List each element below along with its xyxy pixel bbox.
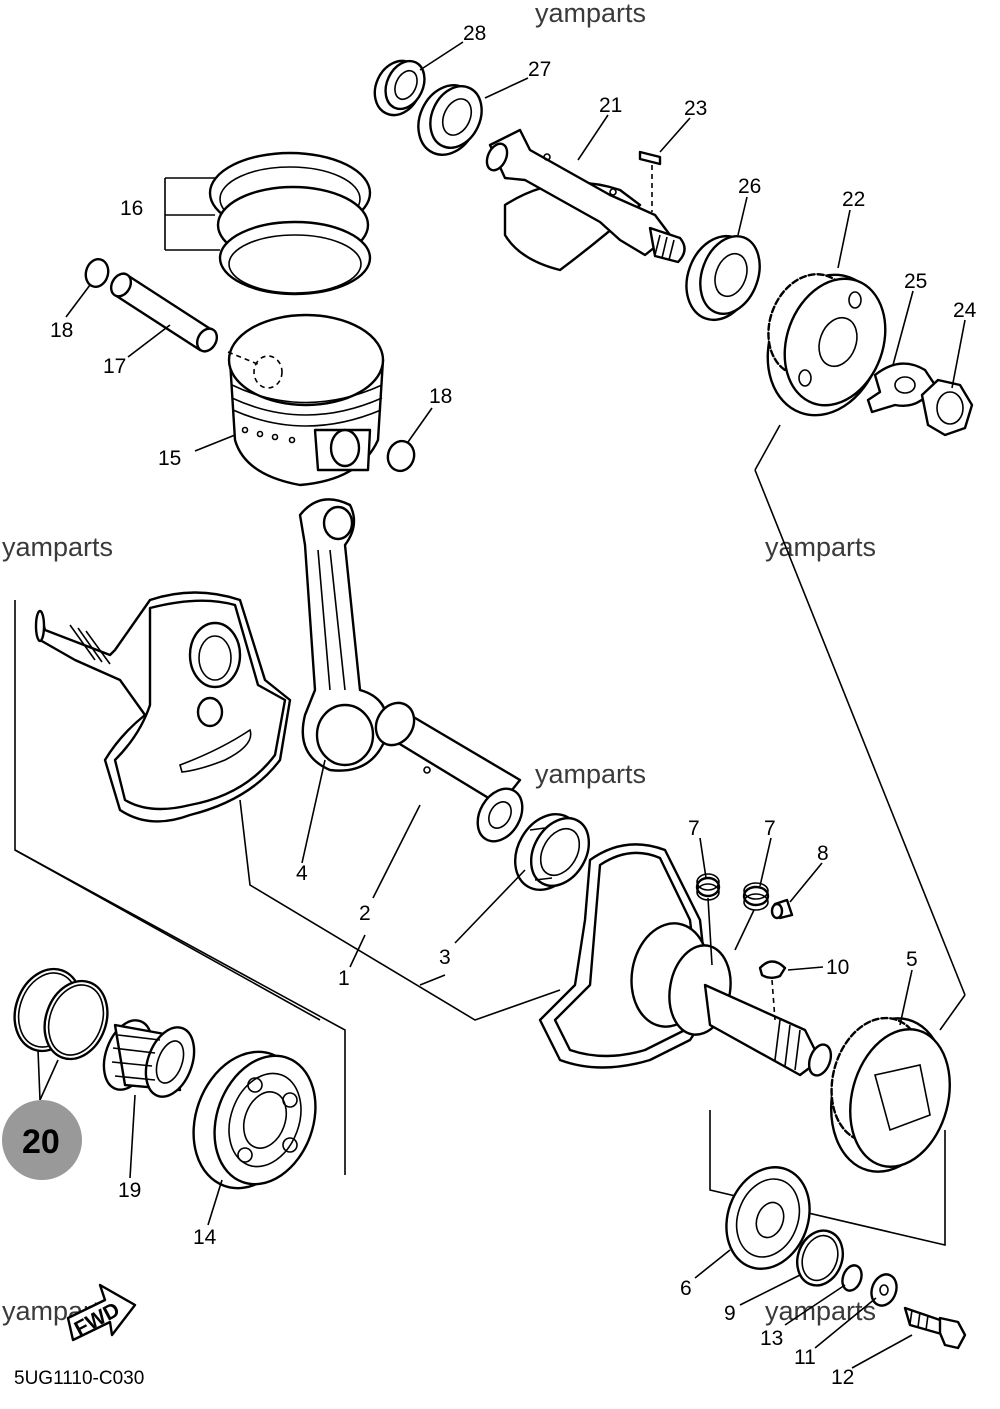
callout-1: 1 <box>338 967 350 990</box>
part-11-washer <box>870 1273 898 1307</box>
callout-8: 8 <box>817 842 829 865</box>
callout-4: 4 <box>296 862 308 885</box>
callout-27: 27 <box>528 58 551 81</box>
part-27-bearing <box>417 84 483 156</box>
callout-23: 23 <box>684 97 707 120</box>
group-badge: 20 <box>2 1100 82 1180</box>
watermark-left: yamparts <box>2 532 113 562</box>
callout-19: 19 <box>118 1179 141 1202</box>
part-15-piston <box>227 313 385 487</box>
part-4-connecting-rod <box>298 498 389 772</box>
callout-24: 24 <box>953 299 977 322</box>
callout-7-right: 7 <box>764 817 776 840</box>
callout-15: 15 <box>158 447 181 470</box>
part-21-balancer-shaft <box>485 128 686 272</box>
part-1-crank-web-right <box>538 843 833 1077</box>
part-3-needle-bearing <box>514 813 591 891</box>
part-6-plate <box>725 1166 811 1270</box>
watermark-center: yamparts <box>535 759 646 789</box>
callout-2: 2 <box>359 902 371 925</box>
assembly-bracket-lines <box>14 424 966 1247</box>
callout-16: 16 <box>120 197 143 220</box>
part-20-shims <box>13 967 109 1101</box>
callout-26: 26 <box>738 175 761 198</box>
callout-12: 12 <box>831 1366 854 1389</box>
part-18-clip-lower <box>386 439 416 473</box>
fwd-arrow-icon: FWD <box>66 1283 137 1342</box>
callout-17: 17 <box>103 355 126 378</box>
callout-leaders <box>65 41 966 1369</box>
callout-25: 25 <box>904 270 927 293</box>
part-13-o-ring <box>841 1264 863 1292</box>
watermark-top: yamparts <box>535 0 646 28</box>
part-23-key <box>638 150 662 212</box>
diagram-code: 5UG1110-C030 <box>14 1368 144 1389</box>
part-7-spring-left <box>695 873 721 966</box>
group-badge-label: 20 <box>22 1123 60 1161</box>
part-9-circlip <box>796 1229 844 1287</box>
watermark-right: yamparts <box>765 532 876 562</box>
callout-9: 9 <box>724 1302 736 1325</box>
part-19-spacer <box>102 1019 196 1098</box>
part-22-balancer-gear <box>766 273 887 417</box>
part-2-crank-pin <box>374 701 524 843</box>
callout-11: 11 <box>794 1346 816 1369</box>
part-7-spring-right <box>734 882 770 951</box>
callout-13: 13 <box>760 1327 783 1350</box>
callout-labels: 28 27 21 23 16 26 22 25 24 18 17 15 18 4… <box>50 22 977 1389</box>
callout-21: 21 <box>599 94 622 117</box>
part-16-piston-rings <box>164 151 372 296</box>
callout-7-left: 7 <box>688 817 700 840</box>
part-28-oil-seal <box>373 59 426 117</box>
callout-3: 3 <box>439 946 451 969</box>
callout-14: 14 <box>193 1226 217 1249</box>
callout-22: 22 <box>842 188 865 211</box>
part-26-bearing <box>685 234 761 322</box>
part-14-bearing <box>192 1050 317 1190</box>
callout-5: 5 <box>906 948 918 971</box>
callout-28: 28 <box>463 22 486 45</box>
callout-6: 6 <box>680 1277 692 1300</box>
part-1-crank-web-left <box>34 591 292 823</box>
part-12-bolt <box>903 1306 967 1350</box>
part-5-primary-gear <box>829 1016 951 1173</box>
part-10-woodruff-key <box>758 960 787 1021</box>
part-24-nut <box>920 378 974 437</box>
callout-18-upper: 18 <box>50 319 73 342</box>
callout-18-lower: 18 <box>429 385 452 408</box>
part-8-plunger <box>770 898 794 920</box>
callout-10: 10 <box>826 956 849 979</box>
part-17-piston-pin <box>109 272 219 353</box>
part-18-clip-upper <box>84 257 110 289</box>
